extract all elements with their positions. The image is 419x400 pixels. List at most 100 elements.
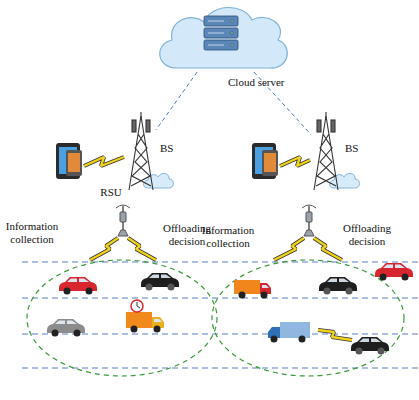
car-icon	[59, 277, 97, 295]
car-icon	[380, 274, 387, 281]
smartphone-icon	[262, 150, 278, 176]
server-icon	[208, 21, 224, 22]
car-icon	[327, 279, 349, 283]
wireless-link	[84, 157, 124, 166]
tower-shape	[311, 112, 341, 190]
smartphone-icon	[66, 150, 82, 176]
truck-icon	[126, 312, 164, 333]
car-icon	[356, 348, 363, 355]
truck-icon	[154, 326, 161, 333]
car-icon	[149, 275, 171, 279]
wireless-link	[318, 330, 352, 340]
connector-group	[156, 72, 197, 130]
base-station: BS	[311, 112, 341, 190]
server-icon	[204, 16, 238, 26]
clock-icon	[137, 302, 140, 308]
truck-icon	[154, 319, 162, 322]
wireless-link	[280, 157, 310, 166]
rsu-antenna	[120, 212, 126, 222]
rsu-antenna	[304, 230, 314, 236]
server-icon	[231, 44, 234, 47]
clock-icon	[131, 300, 143, 312]
node-caption: Cloud server	[228, 76, 285, 89]
wireless-link	[274, 238, 304, 260]
tower-mast	[140, 112, 141, 118]
truck-icon	[131, 326, 138, 333]
rsu-antenna	[118, 230, 128, 236]
car-icon	[55, 321, 77, 325]
car-icon	[402, 274, 409, 281]
truck-icon	[280, 322, 310, 338]
truck-icon	[234, 280, 260, 294]
server-icon	[208, 45, 224, 46]
wireless-link	[90, 238, 118, 260]
truck-icon	[239, 292, 246, 299]
car-icon	[378, 348, 385, 355]
rsu-antenna	[306, 212, 312, 222]
wireless-link	[314, 238, 342, 260]
car-icon	[146, 284, 153, 291]
tower-frame	[129, 116, 153, 190]
tower-mast	[325, 112, 326, 118]
car-icon	[64, 288, 71, 295]
car-icon	[67, 279, 89, 283]
smartphone-icon	[264, 153, 276, 172]
wireless-link	[314, 238, 342, 260]
wireless-link	[84, 157, 124, 166]
wireless-link	[128, 238, 156, 260]
truck-icon	[271, 336, 278, 343]
cloud-server: Cloud server	[152, 2, 292, 72]
dashed-link	[254, 72, 311, 135]
antenna-panel	[331, 120, 335, 132]
server-icon	[208, 33, 224, 34]
car-icon	[319, 277, 357, 295]
server-icon	[204, 40, 238, 50]
car-icon	[351, 337, 389, 355]
wireless-link	[84, 157, 352, 340]
dashed-link	[156, 72, 197, 130]
wireless-link	[318, 330, 352, 340]
wireless-link	[274, 238, 304, 260]
car-icon	[375, 263, 413, 281]
edge-cloud-icon	[144, 173, 174, 188]
truck-icon	[126, 312, 152, 328]
car-icon	[47, 263, 413, 355]
car-icon	[86, 288, 93, 295]
base-station: BS	[126, 112, 156, 190]
wireless-link	[90, 238, 118, 260]
smartphone-icon	[68, 153, 80, 172]
cloud-outline	[160, 7, 288, 68]
annotation-text: Information collection	[196, 224, 260, 250]
car-icon	[168, 284, 175, 291]
tower-frame	[314, 116, 338, 190]
tower-lattice	[314, 112, 338, 190]
server-icon	[204, 16, 238, 50]
node-label: BS	[160, 142, 173, 155]
truck-icon	[299, 336, 306, 343]
wireless-link	[84, 157, 352, 340]
coverage-ellipse	[27, 260, 404, 376]
truck-icon	[268, 322, 310, 343]
car-icon	[74, 330, 81, 337]
truck-icon	[234, 280, 271, 299]
road-lanes	[22, 262, 419, 263]
truck-icon	[261, 292, 268, 299]
rsu-antenna	[302, 205, 316, 208]
car-icon	[141, 273, 179, 291]
smartphone-icon	[56, 143, 278, 179]
antenna-panel	[146, 120, 150, 132]
wireless-link	[280, 157, 310, 166]
car-icon	[383, 265, 405, 269]
car-icon	[346, 288, 353, 295]
car-icon	[47, 319, 85, 337]
road-lanes	[22, 262, 419, 368]
connector-group	[254, 72, 311, 135]
server-icon	[231, 32, 234, 35]
truck-icon	[262, 285, 269, 288]
car-icon	[324, 288, 331, 295]
wireless-link	[84, 157, 352, 340]
car-icon	[52, 330, 59, 337]
